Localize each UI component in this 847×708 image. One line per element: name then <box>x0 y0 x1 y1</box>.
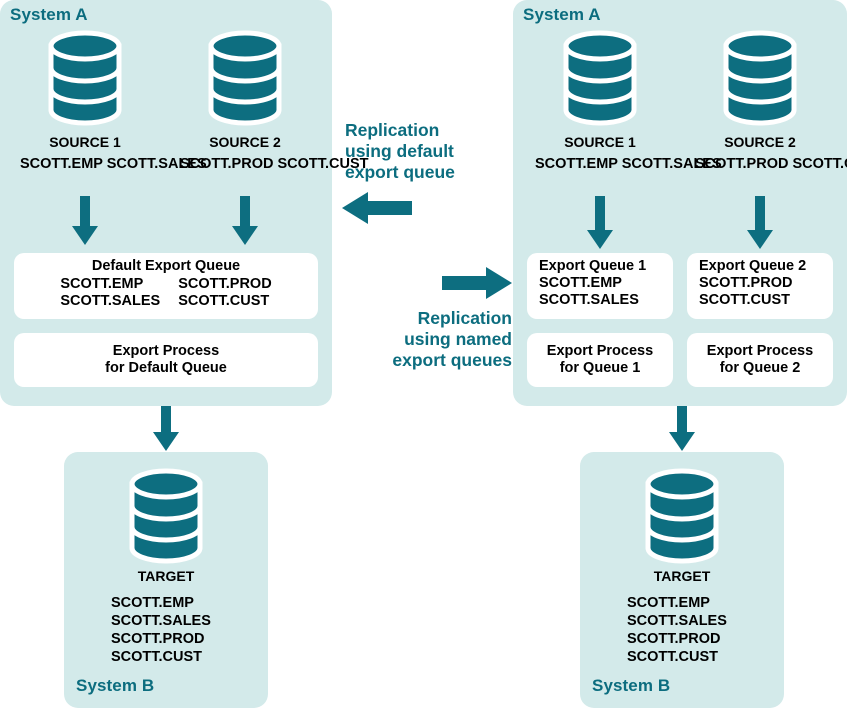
left-source-2-tables: SCOTT.PROD SCOTT.CUST <box>180 156 369 172</box>
left-system-a-label: System A <box>10 5 88 24</box>
right-source-1-tables: SCOTT.EMP SCOTT.SALES <box>535 156 722 172</box>
left-source-2-arrow-icon <box>230 196 260 246</box>
right-source-2-label: SOURCE 2 <box>724 134 796 150</box>
right-queue-1-title: Export Queue 1 <box>539 258 647 274</box>
right-queue-1-tables: SCOTT.EMP SCOTT.SALES <box>539 275 639 308</box>
database-cylinder-icon <box>206 30 284 126</box>
replication-default-arrow-icon <box>342 190 414 226</box>
left-source-1-label: SOURCE 1 <box>49 134 121 150</box>
database-cylinder-icon <box>46 30 124 126</box>
left-system-b-label: System B <box>76 676 155 695</box>
right-export-queue-2-box: Export Queue 2 SCOTT.PROD SCOTT.CUST <box>687 253 833 319</box>
left-queue-column-2: SCOTT.PROD SCOTT.CUST <box>178 276 272 309</box>
left-export-process-box: Export Process for Default Queue <box>14 333 318 387</box>
right-source-1-arrow-icon <box>585 196 615 250</box>
right-system-a-to-b-arrow-icon <box>666 406 698 452</box>
left-source-1-arrow-icon <box>70 196 100 246</box>
left-default-export-queue-box: Default Export Queue SCOTT.EMP SCOTT.SAL… <box>14 253 318 319</box>
right-system-b-label: System B <box>592 676 671 695</box>
right-target-label: TARGET <box>653 568 711 584</box>
right-export-process-2-box: Export Process for Queue 2 <box>687 333 833 387</box>
right-source-2-arrow-icon <box>745 196 775 250</box>
database-cylinder-icon <box>561 30 639 126</box>
right-source-1-label: SOURCE 1 <box>564 134 636 150</box>
database-cylinder-icon <box>643 468 721 564</box>
replication-default-caption: Replication using default export queue <box>345 120 455 182</box>
left-queue-column-1: SCOTT.EMP SCOTT.SALES <box>60 276 161 309</box>
database-cylinder-icon <box>721 30 799 126</box>
left-queue-table-columns: SCOTT.EMP SCOTT.SALES SCOTT.PROD SCOTT.C… <box>14 276 318 310</box>
right-target-tables: SCOTT.EMP SCOTT.SALES SCOTT.PROD SCOTT.C… <box>627 595 727 665</box>
left-target-label: TARGET <box>137 568 195 584</box>
right-export-queue-1-box: Export Queue 1 SCOTT.EMP SCOTT.SALES <box>527 253 673 319</box>
right-queue-2-title: Export Queue 2 <box>699 258 807 274</box>
replication-named-arrow-icon <box>440 265 512 301</box>
left-system-a-to-b-arrow-icon <box>150 406 182 452</box>
left-target-tables: SCOTT.EMP SCOTT.SALES SCOTT.PROD SCOTT.C… <box>111 595 211 665</box>
right-process-2-line-2: for Queue 2 <box>719 360 801 376</box>
left-process-line-2: for Default Queue <box>105 360 227 376</box>
replication-named-caption: Replication using named export queues <box>392 308 512 370</box>
left-source-2-label: SOURCE 2 <box>209 134 281 150</box>
left-queue-title: Default Export Queue <box>91 258 241 274</box>
right-process-1-line-1: Export Process <box>546 343 654 359</box>
left-source-1-tables: SCOTT.EMP SCOTT.SALES <box>20 156 207 172</box>
right-process-2-line-1: Export Process <box>706 343 814 359</box>
database-cylinder-icon <box>127 468 205 564</box>
right-export-process-1-box: Export Process for Queue 1 <box>527 333 673 387</box>
right-queue-2-tables: SCOTT.PROD SCOTT.CUST <box>699 275 793 308</box>
right-source-2-tables: SCOTT.PROD SCOTT.CUST <box>695 156 847 172</box>
left-process-line-1: Export Process <box>112 343 220 359</box>
right-process-1-line-2: for Queue 1 <box>559 360 641 376</box>
right-system-a-label: System A <box>523 5 601 24</box>
